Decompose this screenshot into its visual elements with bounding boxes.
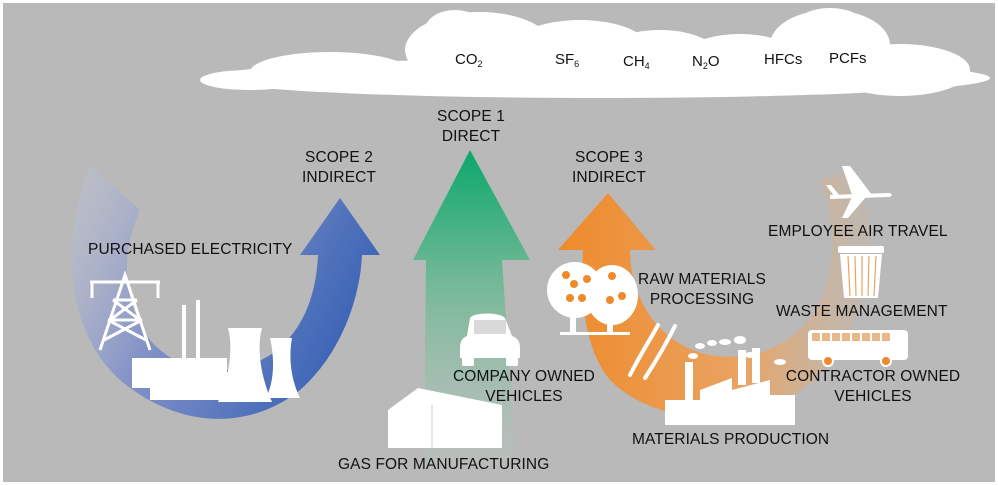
scope1-arrow [413,150,530,465]
trash-can-icon [838,246,884,298]
materials-production-label: MATERIALS PRODUCTION [632,431,830,448]
gas-ch4-label: CH4 [623,53,650,71]
employee-air-travel-label: EMPLOYEE AIR TRAVEL [768,223,948,240]
gas-co2-label: CO2 [455,51,483,69]
airplane-icon [826,166,892,218]
materials-factory-icon [665,336,795,425]
bus-icon [808,330,908,367]
factory-building-icon [388,388,502,448]
gas-n2o-label: N2O [692,53,720,71]
gas-manufacturing-label: GAS FOR MANUFACTURING [338,456,550,473]
wheat-icon [628,323,677,380]
gas-pcfs-label: PCFs [829,50,867,67]
power-plant-icon [132,300,300,402]
scope3-arrow [558,170,870,417]
purchased-electricity-label: PURCHASED ELECTRICITY [88,241,293,258]
power-pylon-icon [90,270,160,351]
gas-cloud [200,8,990,98]
gas-sf6-label: SF6 [555,51,580,69]
car-icon [460,313,520,366]
scope2-arrow [71,165,380,419]
waste-management-label: WASTE MANAGEMENT [776,303,948,320]
fruit-trees-icon [547,262,638,335]
gas-hfcs-label: HFCs [764,51,803,68]
